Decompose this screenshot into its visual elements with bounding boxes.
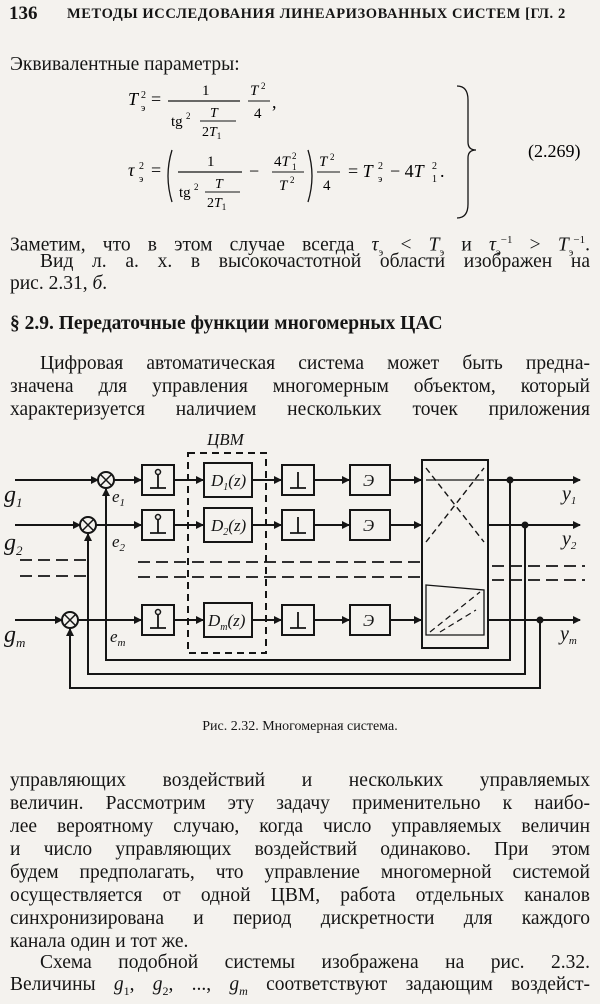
running-title: МЕТОДЫ ИССЛЕДОВАНИЯ ЛИНЕАРИЗОВАННЫХ СИСТ…: [67, 6, 566, 22]
output-label-y1: y1: [560, 483, 576, 507]
svg-text:2: 2: [290, 175, 295, 185]
computer-label: ЦВМ: [206, 430, 245, 449]
svg-text:1: 1: [202, 83, 210, 99]
running-head: 136 МЕТОДЫ ИССЛЕДОВАНИЯ ЛИНЕАРИЗОВАННЫХ …: [9, 3, 591, 27]
svg-text:T: T: [279, 178, 289, 194]
svg-text:4: 4: [323, 178, 331, 194]
svg-text:−: −: [249, 161, 259, 181]
computer-boundary: [187, 452, 267, 654]
error-label-em: em: [110, 627, 126, 649]
page-number: 136: [9, 3, 38, 24]
controller-label-2: D2(z): [210, 516, 247, 538]
paragraph-2-line-7: синхронизирована и период дискретности д…: [10, 908, 590, 929]
equation-2-269: T 2 э = 1 tg 2 T 2T1 T 2 4 , τ 2 э = 1 t…: [128, 81, 581, 219]
svg-text:2: 2: [139, 161, 144, 172]
svg-text:− 4T: − 4T: [390, 161, 426, 181]
svg-text:э: э: [141, 103, 145, 114]
svg-text:τ: τ: [128, 160, 135, 180]
svg-text:2T1: 2T1: [207, 196, 226, 212]
paragraph-2-line-4: и число управляющих воздействий одинаков…: [10, 839, 590, 860]
paragraph-2-line-5: будем предполагать, что управление много…: [10, 862, 590, 883]
svg-text:э: э: [139, 174, 143, 185]
svg-text:2: 2: [292, 151, 297, 161]
svg-text:tg: tg: [179, 185, 191, 201]
svg-text:2: 2: [432, 161, 437, 172]
svg-text:T: T: [128, 89, 140, 109]
input-label-gm: gm: [4, 622, 25, 650]
block-diagram: ЦВМ: [4, 430, 585, 689]
svg-text:.: .: [440, 161, 445, 181]
remark-line-2: Вид л. а. х. в высокочастотной области и…: [40, 251, 590, 272]
equation-line-2: τ 2 э = 1 tg 2 T 2T1 − 4T 2 1 T 2 T 2 4 …: [128, 149, 445, 212]
extrapolator-label-m: Э: [363, 611, 374, 630]
extrapolator-label-1: Э: [363, 471, 374, 490]
svg-text:=: =: [151, 89, 161, 109]
svg-text:2: 2: [194, 182, 199, 192]
figure-caption: Рис. 2.32. Многомерная система.: [202, 719, 398, 734]
channel-1: [15, 462, 581, 498]
paragraph-2-line-3: лее вероятному случаю, когда число управ…: [10, 816, 590, 837]
remark-line-1: Заметим, что в этом случае всегда τэ < T…: [10, 234, 590, 259]
svg-text:=: =: [151, 160, 161, 180]
equation-number: (2.269): [528, 141, 581, 162]
paragraph-1-line-1: Цифровая автоматическая система может бы…: [40, 353, 590, 374]
svg-text:T: T: [319, 154, 329, 170]
input-label-g2: g2: [4, 530, 23, 558]
feedback-paths: [66, 480, 541, 689]
intro-line: Эквивалентные параметры:: [10, 54, 240, 75]
svg-text:T: T: [215, 177, 224, 192]
svg-text:2: 2: [141, 90, 146, 101]
omitted-channels: [20, 559, 585, 581]
svg-text:1: 1: [432, 174, 437, 185]
paragraph-2-line-2: величин. Рассмотрим эту задачу примените…: [10, 793, 590, 814]
svg-text:,: ,: [272, 92, 277, 112]
svg-text:э: э: [378, 174, 382, 185]
svg-text:4T: 4T: [274, 154, 292, 170]
svg-text:4: 4: [254, 106, 262, 122]
channel-m: [15, 602, 581, 638]
svg-text:2: 2: [378, 161, 383, 172]
controller-label-m: Dm(z): [207, 611, 246, 633]
svg-text:2: 2: [261, 81, 266, 91]
paragraph-2-line-6: осуществляется от одной ЦВМ, работа отде…: [10, 885, 590, 906]
remark-line-3: рис. 2.31, б.: [10, 273, 108, 294]
svg-text:T: T: [210, 106, 219, 121]
extrapolator-label-2: Э: [363, 516, 374, 535]
svg-text:2: 2: [330, 152, 335, 162]
error-label-e2: e2: [112, 532, 126, 554]
paragraph-1-line-3: характеризуется наличием нескольких точе…: [10, 399, 590, 420]
output-label-y2: y2: [560, 528, 577, 552]
paragraph-3-line-2: Величины g1, g2, ..., gm соответствуют з…: [10, 974, 591, 998]
svg-text:T: T: [250, 83, 260, 99]
error-label-e1: e1: [112, 487, 125, 509]
paragraph-3-line-1: Схема подобной системы изображена на рис…: [40, 952, 590, 973]
controller-label-1: D1(z): [210, 471, 247, 493]
section-heading: § 2.9. Передаточные функции многомерных …: [10, 313, 443, 334]
svg-text:2T1: 2T1: [202, 125, 221, 141]
svg-text:tg: tg: [171, 114, 183, 130]
equation-brace: [456, 85, 477, 219]
svg-text:1: 1: [207, 154, 215, 170]
svg-text:2: 2: [186, 111, 191, 121]
output-label-ym: ym: [558, 623, 577, 647]
input-label-g1: g1: [4, 482, 23, 510]
paragraph-1-line-2: значена для управления многомерным объек…: [10, 376, 590, 397]
paragraph-2-line-1: управляющих воздействий и нескольких упр…: [10, 770, 590, 791]
plant-block: [421, 459, 489, 649]
channel-2: [15, 507, 581, 543]
svg-text:1: 1: [292, 162, 297, 172]
paragraph-2-line-8: канала один и тот же.: [10, 931, 189, 952]
svg-text:= T: = T: [348, 161, 375, 181]
equation-line-1: T 2 э = 1 tg 2 T 2T1 T 2 4 ,: [128, 81, 277, 141]
